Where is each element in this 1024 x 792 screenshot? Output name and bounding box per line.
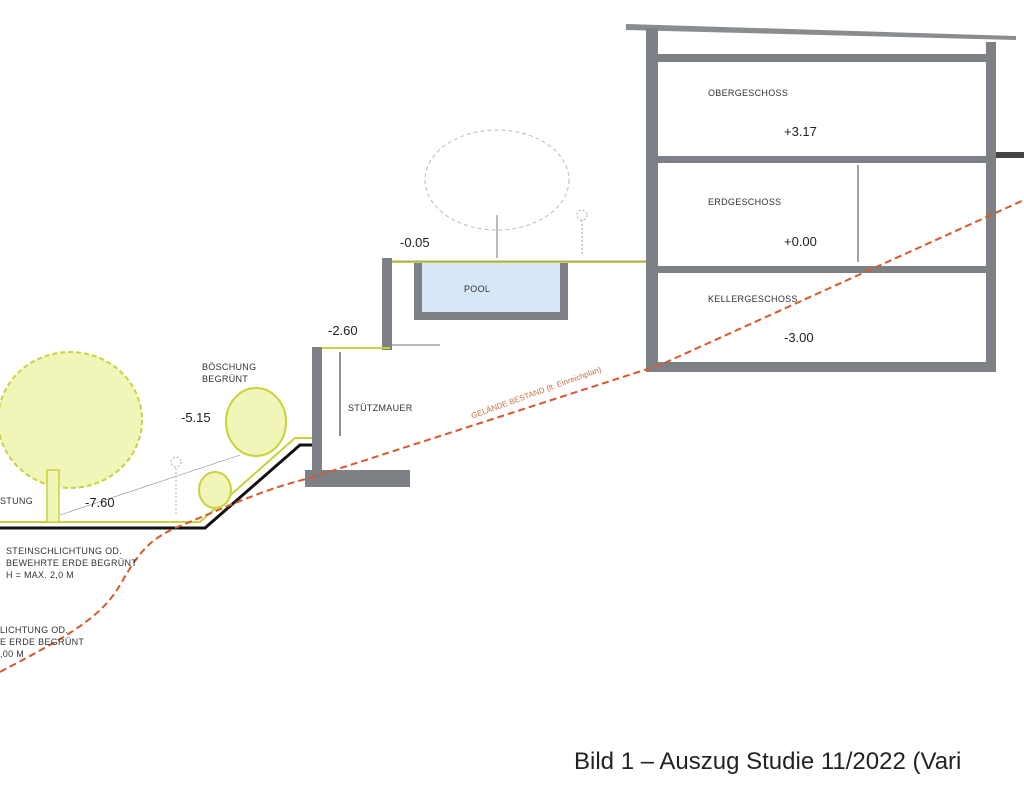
level-garden: -7.60 bbox=[85, 495, 115, 510]
tree-icon bbox=[0, 351, 143, 523]
level-erdgeschoss: +0.00 bbox=[784, 234, 817, 249]
label-pool: POOL bbox=[464, 284, 491, 294]
level-kellergeschoss: -3.00 bbox=[784, 330, 814, 345]
level-wall-top: -2.60 bbox=[328, 323, 358, 338]
label-steinschlichtung-cut: LICHTUNG OD. E ERDE BEGRÜNT ,00 M bbox=[0, 625, 85, 659]
pool bbox=[414, 262, 568, 320]
label-erdgeschoss: ERDGESCHOSS bbox=[708, 197, 782, 207]
tree-outline-icon bbox=[424, 129, 570, 258]
label-obergeschoss: OBERGESCHOSS bbox=[708, 88, 789, 98]
building-section bbox=[626, 24, 1024, 372]
label-left-cut: STUNG bbox=[0, 496, 33, 506]
label-steinschlichtung: STEINSCHLICHTUNG OD. BEWEHRTE ERDE BEGRÜ… bbox=[6, 546, 138, 580]
existing-terrain-line bbox=[0, 199, 1024, 673]
level-slope-top: -5.15 bbox=[181, 410, 211, 425]
label-boeschung: BÖSCHUNG BEGRÜNT bbox=[202, 362, 257, 384]
label-stuetzmauer: STÜTZMAUER bbox=[348, 403, 413, 413]
level-pool-terrace: -0.05 bbox=[400, 235, 430, 250]
retaining-wall bbox=[305, 347, 410, 487]
shrub-icon bbox=[198, 387, 287, 509]
terrain-line bbox=[0, 443, 312, 530]
person-icon bbox=[170, 209, 588, 515]
figure-caption: Bild 1 – Auszug Studie 11/2022 (Vari bbox=[574, 748, 962, 775]
level-obergeschoss: +3.17 bbox=[784, 124, 817, 139]
label-kellergeschoss: KELLERGESCHOSS bbox=[708, 294, 798, 304]
